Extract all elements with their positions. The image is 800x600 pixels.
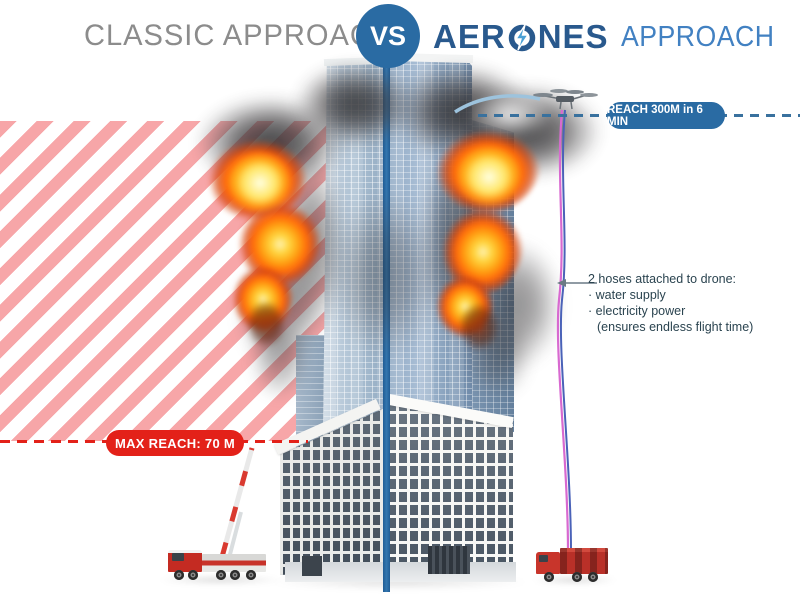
truck-wheel (246, 570, 256, 580)
building-entrance-left (302, 556, 322, 576)
smoke-drift (330, 190, 440, 360)
truck-windshield (539, 555, 548, 562)
truck-wheel (216, 570, 226, 580)
truck-wheel (188, 570, 198, 580)
water-hose-line (556, 109, 570, 553)
truck-wheel (544, 572, 554, 582)
brand-prefix: AER (433, 18, 506, 55)
hose-note-item: (ensures endless flight time) (597, 320, 754, 334)
hose-note: 2 hoses attached to drone: · water suppl… (588, 271, 798, 335)
truck-body (560, 548, 608, 574)
hose-note-item: · electricity power (588, 304, 686, 318)
podium-right-face (385, 398, 513, 570)
power-hose-line (559, 109, 572, 553)
reach-300m-label: REACH 300M in 6 MIN (607, 103, 703, 128)
approach-label: APPROACH (620, 20, 774, 53)
fire-truck-ladder (219, 447, 255, 558)
reach-300m-badge: REACH 300M in 6 MIN (607, 102, 725, 129)
fire-core-right (456, 146, 522, 208)
truck-wheel (174, 570, 184, 580)
fire-ember-right (458, 302, 500, 352)
aerones-approach-title: AER NES APPROACH (433, 18, 787, 56)
ladder-fire-truck (168, 544, 268, 582)
hose-supply-fire-truck (536, 548, 610, 582)
lightning-bolt-icon (507, 22, 537, 52)
fire-truck-ladder-stripes (219, 447, 255, 558)
truck-wheel (230, 570, 240, 580)
fire-ember-left (246, 300, 286, 348)
fire-truck-shadow-left (158, 576, 283, 584)
vs-label: VS (369, 20, 407, 51)
truck-wheel (572, 572, 582, 582)
truck-windshield (172, 553, 184, 561)
building-entrance-right (428, 546, 470, 574)
vs-badge: VS (356, 4, 420, 68)
drone-icon (531, 84, 601, 114)
hose-note-title: 2 hoses attached to drone: (588, 272, 737, 286)
center-divider-line (383, 62, 390, 592)
brand-suffix: NES (537, 18, 609, 55)
max-reach-label: MAX REACH: 70 M (114, 435, 236, 451)
max-reach-badge: MAX REACH: 70 M (106, 430, 244, 456)
truck-wheel (588, 572, 598, 582)
hose-note-item: · water supply (588, 288, 666, 302)
fire-core-left (228, 152, 292, 214)
classic-approach-title: CLASSIC APPROACH (84, 19, 394, 52)
truck-trailer (202, 554, 266, 572)
